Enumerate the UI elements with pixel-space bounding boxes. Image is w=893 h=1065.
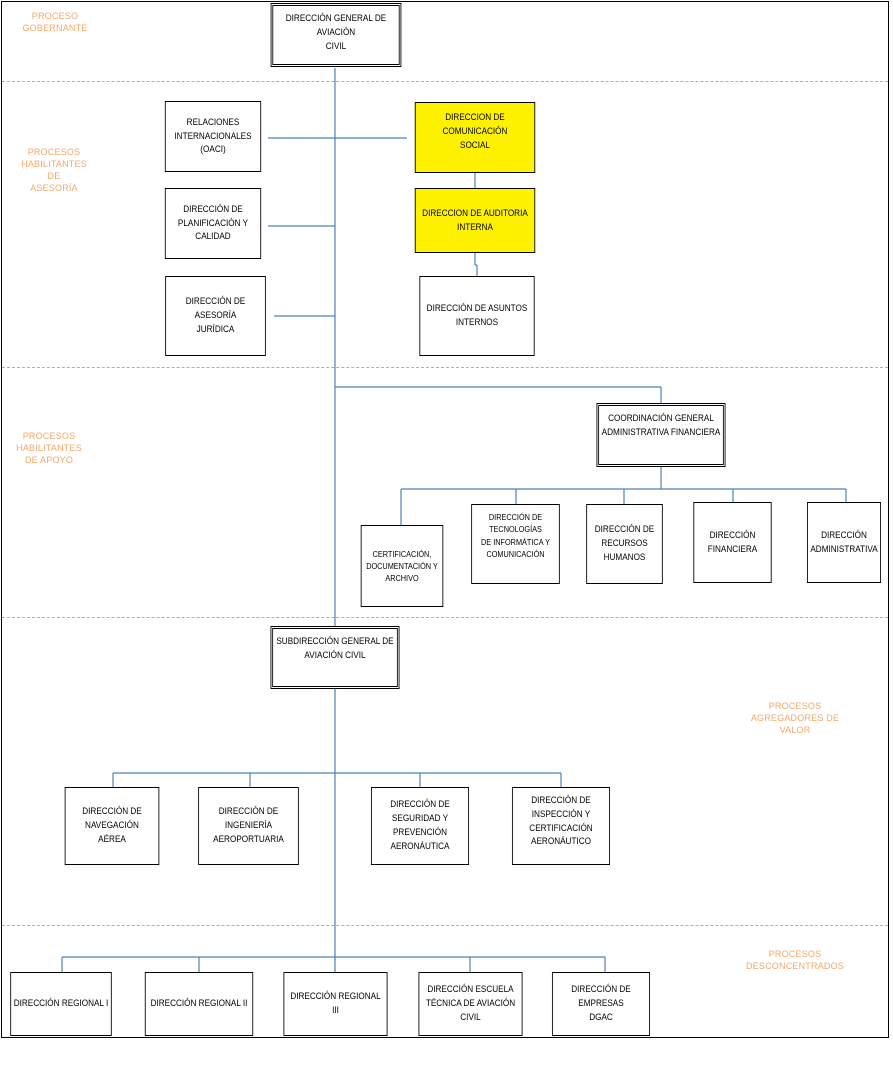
unit-regional-3: DIRECCIÓN REGIONAL III [283, 972, 388, 1036]
unit-asesoria-juridica: DIRECCIÓN DE ASESORÍA JURÍDICA [165, 276, 266, 356]
unit-dgac: DIRECCIÓN GENERAL DE AVIACIÓN CIVIL [270, 3, 402, 67]
unit-asuntos-internos: DIRECCIÓN DE ASUNTOS INTERNOS [419, 276, 535, 356]
zone-separator [2, 925, 888, 926]
zone-separator [2, 617, 888, 618]
unit-tecnologias-informatica: DIRECCIÓN DE TECNOLOGÍAS DE INFORMÁTICA … [471, 504, 560, 584]
zone-label-support: PROCESOS HABILITANTES DE APOYO [16, 431, 82, 466]
zone-label-advisory: PROCESOS HABILITANTES DE ASESORÍA [21, 147, 87, 194]
zone-label-deconcentrated: PROCESOS DESCONCENTRADOS [745, 949, 844, 972]
zone-separator [2, 367, 888, 368]
unit-regional-1: DIRECCIÓN REGIONAL I [10, 972, 112, 1036]
unit-administrativa: DIRECCIÓN ADMINISTRATIVA [807, 502, 881, 583]
unit-ingenieria-aeroportuaria: DIRECCIÓN DE INGENIERÍA AEROPORTUARIA [198, 787, 299, 865]
unit-certificacion-archivo: CERTIFICACIÓN, DOCUMENTACIÓN Y ARCHIVO [360, 525, 444, 607]
unit-empresas-dgac: DIRECCIÓN DE EMPRESAS DGAC [551, 972, 651, 1036]
unit-comunicacion-social: DIRECCION DE COMUNICACIÓN SOCIAL [414, 102, 536, 173]
zone-separator [2, 81, 888, 82]
unit-subdireccion-general: SUBDIRECCIÓN GENERAL DE AVIACIÓN CIVIL [270, 626, 400, 689]
unit-coordinacion-administrativa-financiera: COORDINACIÓN GENERAL ADMINISTRATIVA FINA… [596, 403, 726, 467]
unit-relaciones-internacionales: RELACIONES INTERNACIONALES (OACI) [164, 101, 262, 172]
chart-frame [1, 1, 889, 1038]
unit-inspeccion-certificacion: DIRECCIÓN DE INSPECCIÓN Y CERTIFICACIÓN … [511, 787, 611, 865]
unit-auditoria-interna: DIRECCION DE AUDITORIA INTERNA [414, 188, 536, 253]
unit-seguridad-prevencion: DIRECCIÓN DE SEGURIDAD Y PREVENCIÓN AERO… [370, 787, 470, 865]
unit-escuela-tecnica: DIRECCIÓN ESCUELA TÉCNICA DE AVIACIÓN CI… [418, 972, 523, 1036]
unit-navegacion-aerea: DIRECCIÓN DE NAVEGACIÓN AÉREA [64, 787, 160, 865]
unit-financiera: DIRECCIÓN FINANCIERA [693, 502, 772, 583]
unit-recursos-humanos: DIRECCIÓN DE RECURSOS HUMANOS [586, 504, 663, 584]
zone-label-governing: PROCESO GOBERNANTE [22, 11, 88, 34]
unit-planificacion-calidad: DIRECCIÓN DE PLANIFICACIÓN Y CALIDAD [164, 188, 262, 259]
zone-label-value: PROCESOS AGREGADORES DE VALOR [750, 701, 840, 736]
unit-regional-2: DIRECCIÓN REGIONAL II [144, 972, 254, 1036]
